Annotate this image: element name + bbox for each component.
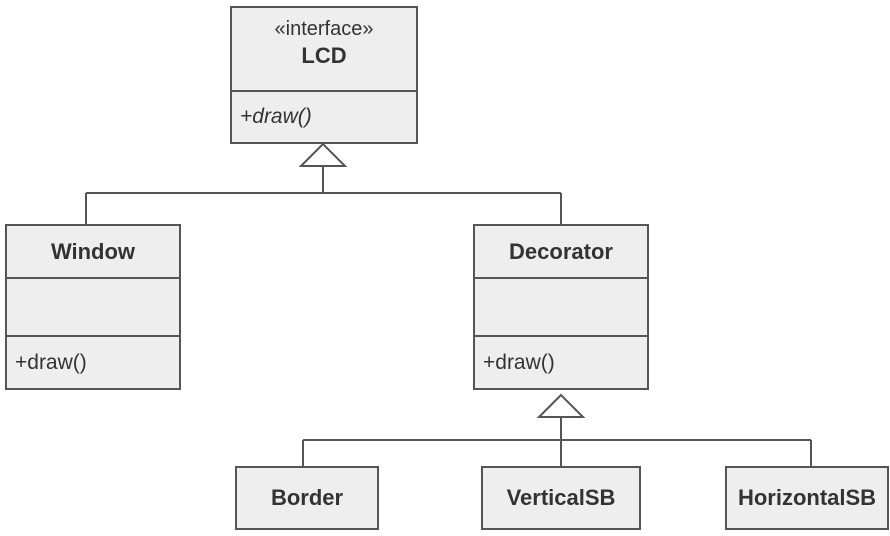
class-horizontalsb[interactable]: HorizontalSB bbox=[725, 466, 889, 530]
lcd-operation: +draw() bbox=[240, 105, 312, 128]
lcd-inheritance-arrowhead bbox=[298, 142, 348, 167]
decorator-name-compartment: Decorator bbox=[475, 226, 647, 277]
lcd-name-compartment: «interface» LCD bbox=[232, 8, 416, 90]
decorator-name: Decorator bbox=[509, 238, 613, 264]
window-name-compartment: Window bbox=[7, 226, 179, 277]
window-attributes-compartment bbox=[7, 277, 179, 335]
decorator-attributes-compartment bbox=[475, 277, 647, 335]
class-verticalsb[interactable]: VerticalSB bbox=[481, 466, 641, 530]
decorator-inheritance-arrowhead bbox=[536, 393, 586, 418]
decorator-operations-compartment: +draw() bbox=[475, 335, 647, 388]
lcd-operations-compartment: +draw() bbox=[232, 90, 416, 142]
class-window[interactable]: Window +draw() bbox=[5, 224, 181, 390]
window-operation: +draw() bbox=[15, 350, 87, 374]
verticalsb-name: VerticalSB bbox=[506, 485, 616, 510]
decorator-operation: +draw() bbox=[483, 350, 555, 374]
class-border[interactable]: Border bbox=[235, 466, 379, 530]
window-name: Window bbox=[50, 238, 136, 264]
horizontalsb-name: HorizontalSB bbox=[737, 485, 877, 510]
window-operations-compartment: +draw() bbox=[7, 335, 179, 388]
border-name: Border bbox=[270, 485, 344, 510]
class-lcd[interactable]: «interface» LCD +draw() bbox=[230, 6, 418, 144]
class-decorator[interactable]: Decorator +draw() bbox=[473, 224, 649, 390]
lcd-stereotype: «interface» bbox=[274, 18, 374, 40]
lcd-name: LCD bbox=[301, 43, 347, 68]
